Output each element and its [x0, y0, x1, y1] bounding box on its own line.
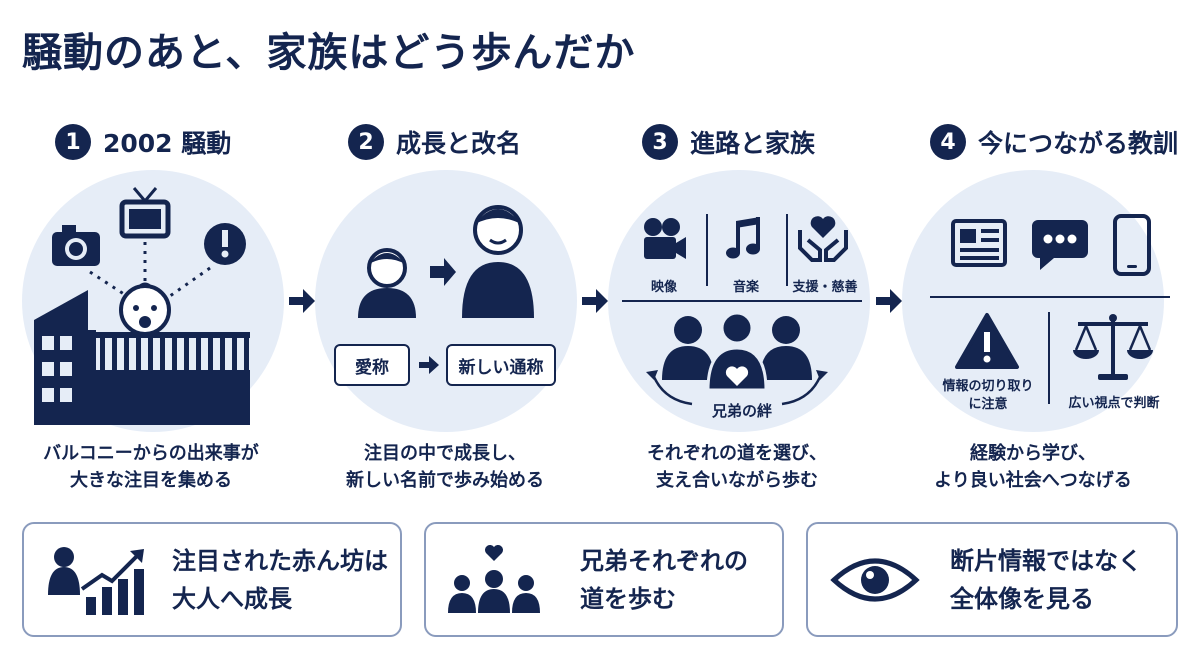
step-2-header: 2 成長と改名	[348, 120, 521, 164]
balcony-scene-icon	[34, 187, 250, 425]
caption-line: バルコニーからの出来事が	[43, 443, 259, 464]
step-3-title: 進路と家族	[690, 129, 816, 158]
warning-icon	[955, 313, 1019, 369]
step-3-caption: それぞれの道を選び、 支え合いながら歩む	[592, 440, 882, 494]
balance-scale-icon	[1073, 314, 1153, 380]
step-1-number: 1	[55, 124, 91, 160]
arrow-right-icon	[582, 289, 608, 313]
divider	[1048, 312, 1050, 404]
smartphone-icon	[1113, 214, 1151, 276]
caption-line: 新しい名前で歩み始める	[346, 470, 544, 491]
summary-text: 兄弟それぞれの 道を歩む	[580, 542, 748, 618]
label-line: 情報の切り取り	[942, 379, 1034, 394]
divider	[786, 214, 788, 286]
label-charity: 支援・慈善	[792, 280, 858, 295]
arrow-right-icon	[289, 289, 315, 313]
caption-line: 注目の中で成長し、	[364, 443, 526, 464]
caption-line: 経験から学び、	[970, 443, 1096, 464]
summary-line: 兄弟それぞれの	[580, 546, 748, 575]
step-4-header: 4 今につながる教訓	[930, 120, 1178, 164]
child-to-adult-icon	[358, 205, 534, 318]
divider	[706, 214, 708, 286]
summary-box-whole-picture: 断片情報ではなく 全体像を見る	[806, 522, 1178, 637]
step-4-circle	[902, 170, 1164, 432]
arrow-right-icon	[419, 356, 439, 374]
summary-line: 全体像を見る	[950, 584, 1094, 613]
family-heart-icon	[448, 544, 540, 613]
label-video: 映像	[650, 280, 677, 295]
heart-hands-icon	[798, 216, 848, 262]
step-3-header: 3 進路と家族	[642, 120, 815, 164]
step-2-title: 成長と改名	[396, 129, 522, 158]
summary-line: 道を歩む	[580, 584, 676, 613]
step-1-header: 1 2002 騒動	[55, 120, 231, 164]
step-2-number: 2	[348, 124, 384, 160]
divider	[622, 300, 862, 302]
label-line: に注意	[968, 397, 1008, 412]
caption-line: それぞれの道を選び、	[647, 443, 827, 464]
chat-bubble-icon	[1032, 220, 1088, 270]
summary-text: 断片情報ではなく 全体像を見る	[950, 542, 1142, 618]
growth-chart-person-icon	[48, 546, 144, 615]
summary-box-growth: 注目された赤ん坊は 大人へ成長	[22, 522, 402, 637]
caption-line: 大きな注目を集める	[70, 470, 232, 491]
caption-line: より良い社会へつなげる	[934, 470, 1132, 491]
step-2-circle	[315, 170, 577, 432]
divider	[930, 296, 1170, 298]
step-4-title: 今につながる教訓	[978, 129, 1179, 158]
step-1-caption: バルコニーからの出来事が 大きな注目を集める	[6, 440, 296, 494]
summary-line: 大人へ成長	[172, 584, 292, 613]
step-2-caption: 注目の中で成長し、 新しい名前で歩み始める	[300, 440, 590, 494]
chip-new-nickname: 新しい通称	[446, 344, 556, 386]
caption-line: 支え合いながら歩む	[656, 470, 818, 491]
page-title: 騒動のあと、家族はどう歩んだか	[22, 30, 636, 76]
label-sibling-bond: 兄弟の絆	[711, 402, 772, 420]
siblings-bond-icon	[646, 312, 828, 406]
summary-text: 注目された赤ん坊は 大人へ成長	[172, 542, 388, 618]
label-careful-clipping: 情報の切り取り に注意	[938, 378, 1038, 414]
label-broad-view: 広い視点で判断	[1068, 396, 1160, 411]
label-music: 音楽	[732, 280, 759, 295]
step-3-number: 3	[642, 124, 678, 160]
movie-camera-icon	[644, 218, 686, 259]
step-1-title: 2002 騒動	[103, 129, 232, 158]
arrow-right-icon	[876, 289, 902, 313]
summary-line: 断片情報ではなく	[950, 546, 1142, 575]
chip-old-nickname: 愛称	[334, 344, 410, 386]
newspaper-icon	[951, 219, 1007, 267]
step-4-caption: 経験から学び、 より良い社会へつなげる	[888, 440, 1178, 494]
eye-icon	[830, 558, 920, 601]
step-4-number: 4	[930, 124, 966, 160]
summary-line: 注目された赤ん坊は	[172, 546, 388, 575]
summary-box-siblings: 兄弟それぞれの 道を歩む	[424, 522, 784, 637]
music-note-icon	[726, 217, 760, 259]
